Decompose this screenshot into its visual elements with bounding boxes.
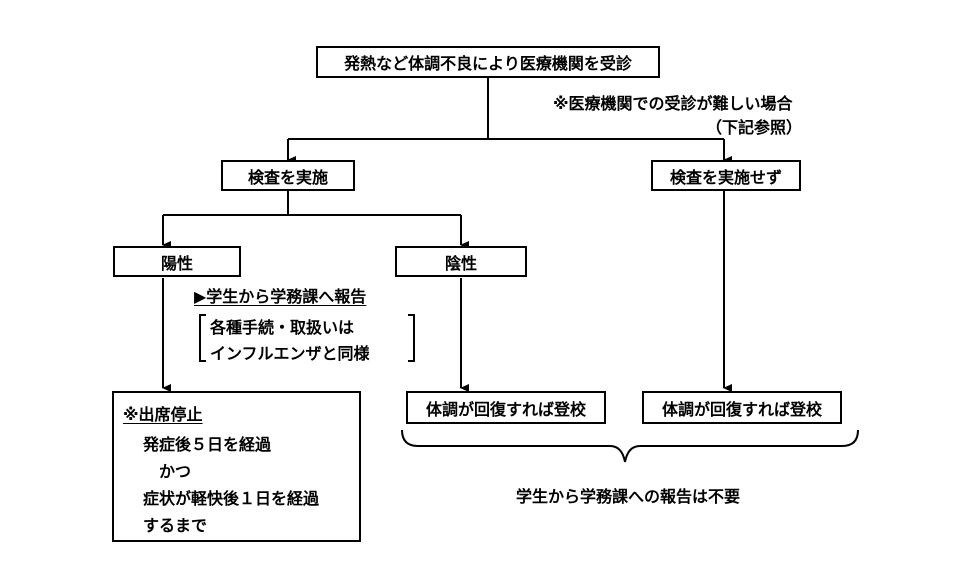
attendance-stop-line-4: するまで	[143, 516, 208, 535]
grouping-brace	[401, 429, 859, 463]
note-line-2: （下記参照）	[706, 118, 803, 137]
procedures-line-2: インフルエンザと同様	[210, 344, 370, 363]
negative-box: 陰性	[395, 246, 527, 277]
test-done-box: 検査を実施	[221, 160, 355, 191]
test-not-done-label: 検査を実施せず	[669, 167, 782, 187]
report-heading: ▶学生から学務課へ報告	[194, 287, 367, 306]
attendance-stop-title: ※出席停止	[123, 405, 203, 424]
attendance-stop-line-2: かつ	[159, 462, 192, 481]
recover-no-test-box: 体調が回復すれば登校	[642, 391, 842, 424]
recover-negative-box: 体調が回復すれば登校	[406, 391, 606, 424]
test-not-done-box: 検査を実施せず	[651, 160, 801, 191]
note-line-1: ※医療機関での受診が難しい場合	[553, 94, 793, 113]
recover-no-test-label: 体調が回復すれば登校	[661, 399, 822, 419]
negative-label: 陰性	[444, 253, 477, 273]
procedures-bracket-left	[199, 314, 206, 362]
recover-negative-label: 体調が回復すれば登校	[425, 399, 586, 419]
attendance-stop-line-3: 症状が軽快後１日を経過	[143, 489, 320, 508]
attendance-stop-line-1: 発症後５日を経過	[143, 435, 272, 454]
attendance-stop-box: ※出席停止 発症後５日を経過 かつ 症状が軽快後１日を経過 するまで	[112, 391, 361, 542]
procedures-bracket-right	[408, 314, 415, 362]
test-done-label: 検査を実施	[247, 167, 328, 187]
positive-box: 陽性	[113, 246, 241, 277]
top-box-label: 発熱など体調不良により医療機関を受診	[344, 54, 632, 73]
top-box: 発熱など体調不良により医療機関を受診	[316, 46, 660, 78]
positive-label: 陽性	[160, 253, 193, 273]
no-report-needed: 学生から学務課への報告は不要	[516, 487, 741, 506]
procedures-line-1: 各種手続・取扱いは	[210, 318, 355, 337]
